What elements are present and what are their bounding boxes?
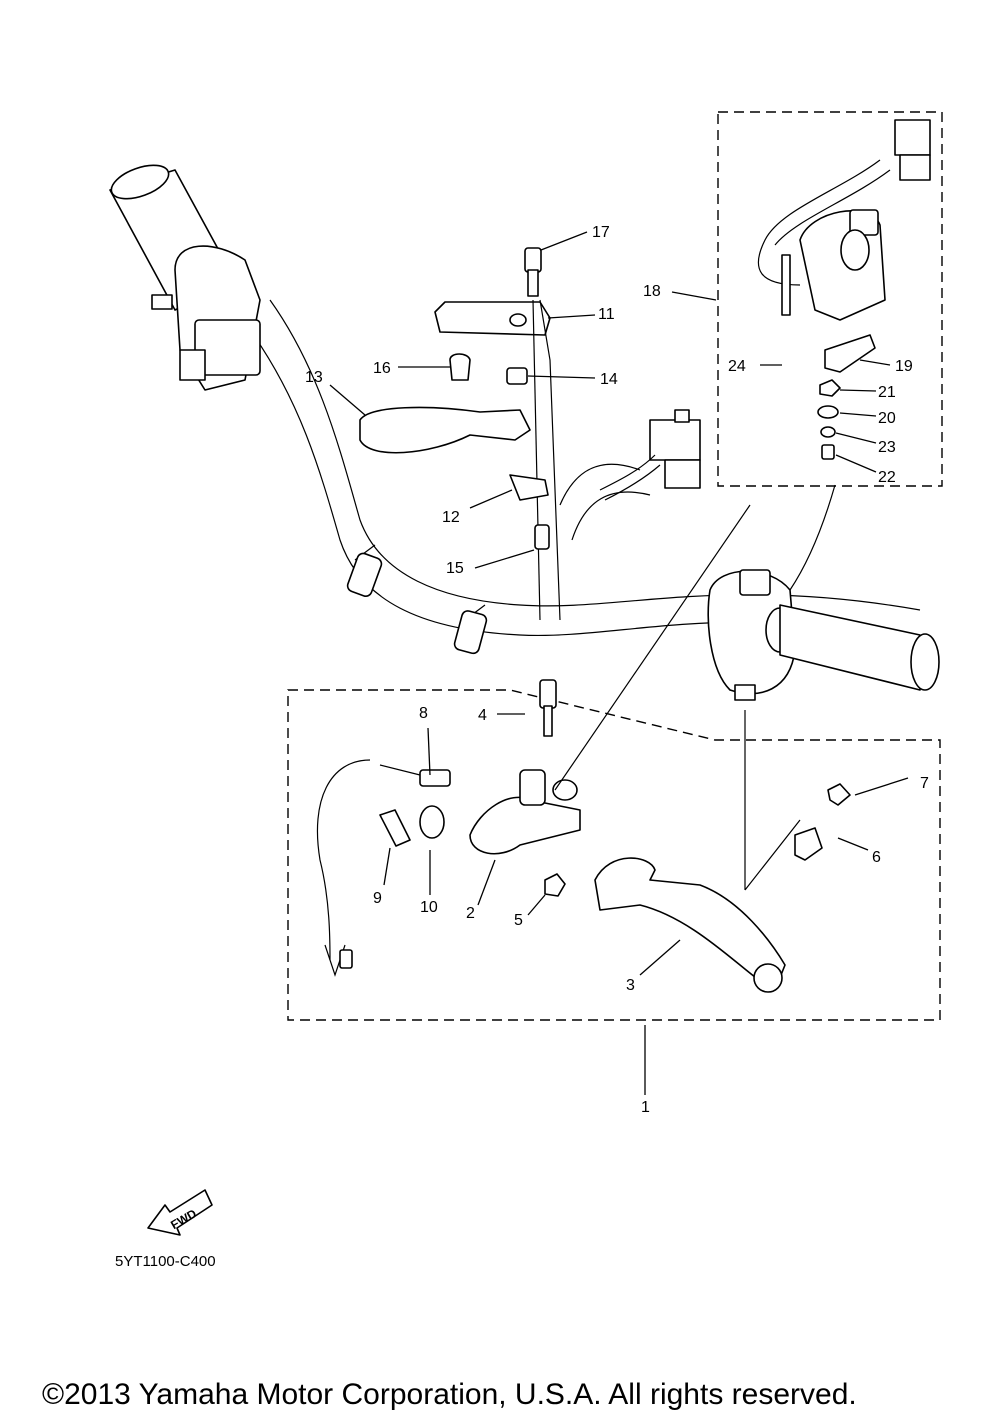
callout-13: 13 [305,369,323,386]
callout-11: 11 [598,306,615,323]
callout-9: 9 [373,890,382,907]
callout-16: 16 [373,360,391,377]
callout-3: 3 [626,977,635,994]
left-grip [109,164,261,391]
callout-12: 12 [442,509,460,526]
hot-start-assembly [359,247,561,621]
callout-17: 17 [592,224,610,241]
diagram-code: 5YT1100-C400 [115,1253,216,1270]
callout-14: 14 [600,371,618,388]
callout-10: 10 [420,899,438,916]
clutch-lever-box [287,504,941,1021]
callouts: 1 2 3 4 5 6 7 8 9 10 11 12 13 14 15 16 1… [305,224,929,1116]
switch-detail-box [717,111,943,487]
handlebar [249,299,921,655]
callout-5: 5 [514,912,523,929]
leader-lines [329,231,909,1095]
right-switch-on-bar [707,484,940,701]
callout-24: 24 [728,358,746,375]
callout-20: 20 [878,410,896,427]
callout-15: 15 [446,560,464,577]
callout-23: 23 [878,439,896,456]
callout-7: 7 [920,775,929,792]
callout-18: 18 [643,283,661,300]
callout-21: 21 [878,384,896,401]
callout-4: 4 [478,707,487,724]
callout-2: 2 [466,905,475,922]
callout-8: 8 [419,705,428,722]
callout-19: 19 [895,358,913,375]
callout-6: 6 [872,849,881,866]
wire-connector [599,409,701,501]
callout-1: 1 [641,1099,650,1116]
callout-22: 22 [878,469,896,486]
copyright-notice: ©2013 Yamaha Motor Corporation, U.S.A. A… [42,1378,857,1411]
fwd-arrow-icon: FWD [147,1189,213,1236]
